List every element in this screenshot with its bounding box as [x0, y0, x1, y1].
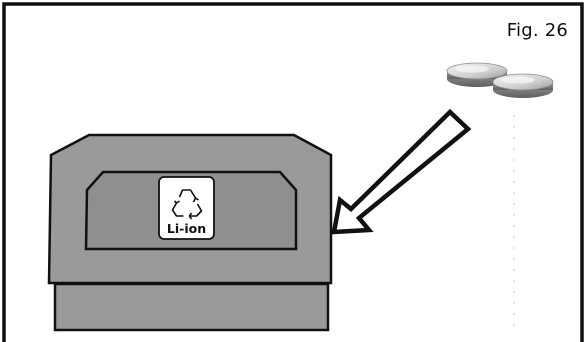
recycle-icon [171, 189, 203, 220]
li-ion-symbol-card [158, 176, 215, 240]
coin-battery-right [492, 73, 554, 98]
li-ion-label: Li-ion [167, 221, 206, 236]
bin-base [53, 282, 330, 332]
coin-battery-icon [446, 62, 554, 98]
arrow-down-left-icon [331, 108, 472, 235]
recycling-bin: Li-ion [47, 133, 333, 332]
figure-number: Fig. 26 [506, 20, 568, 41]
coin-battery-left [446, 62, 508, 87]
